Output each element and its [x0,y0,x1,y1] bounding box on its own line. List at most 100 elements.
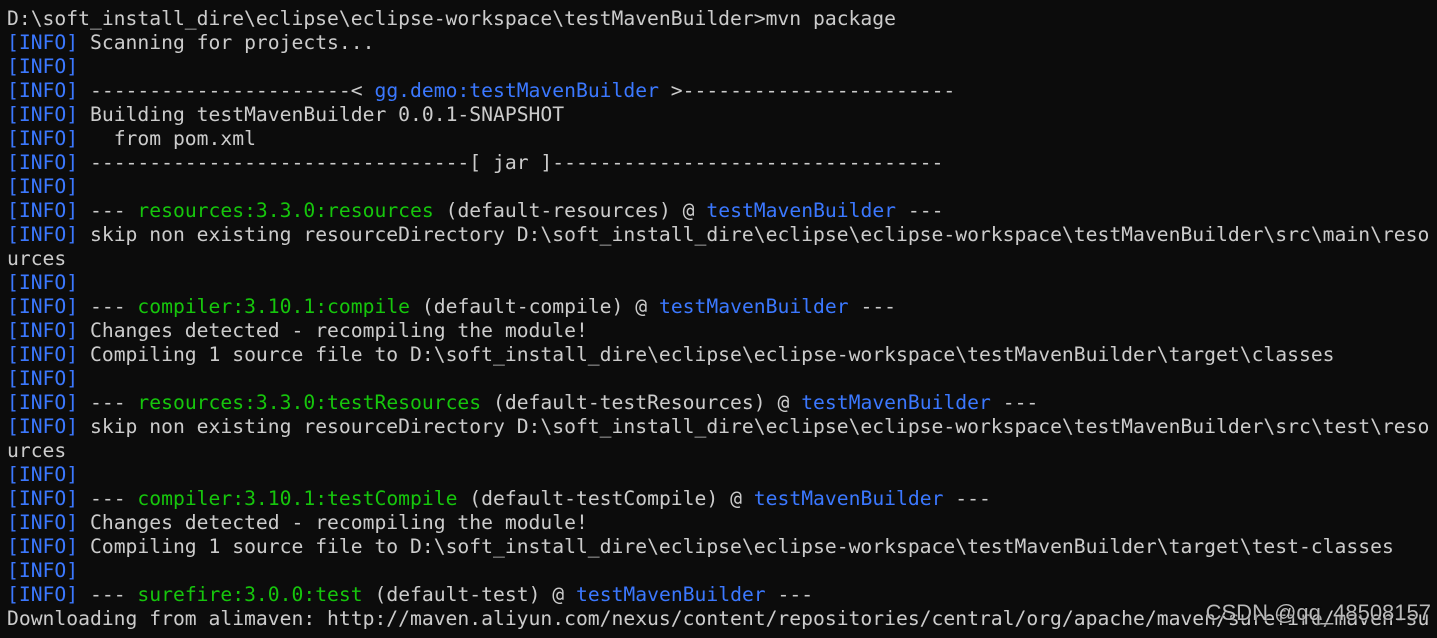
terminal-line: [INFO] --- resources:3.3.0:resources (de… [7,199,1429,223]
line-text: skip non existing resourceDirectory D:\s… [89,415,1430,438]
gap [623,295,635,318]
line-text: Changes detected - recompiling the modul… [89,511,588,534]
terminal-output: D:\soft_install_dire\eclipse\eclipse-wor… [7,7,1429,631]
line-text: from pom.xml [89,127,256,150]
terminal-line: [INFO] --- compiler:3.10.1:compile (defa… [7,295,1429,319]
at-sign: @ [682,199,695,222]
plugin-goal: surefire:3.0.0:test [137,583,363,606]
execution-id: (default-testCompile) [469,487,719,510]
tag-gap [78,55,90,78]
gap [695,199,707,222]
line-text: Compiling 1 source file to D:\soft_insta… [89,343,1335,366]
info-tag: [INFO] [7,511,79,534]
terminal-line: D:\soft_install_dire\eclipse\eclipse-wor… [7,7,1429,31]
line-text: urces [7,247,67,270]
info-tag: [INFO] [7,55,79,78]
header-right-rule: >----------------------- [658,79,956,102]
terminal-line: urces [7,439,1429,463]
goal-suffix: --- [943,487,991,510]
terminal-line: [INFO] from pom.xml [7,127,1429,151]
tag-gap [78,583,90,606]
line-text: Changes detected - recompiling the modul… [89,319,588,342]
line-text: urces [7,439,67,462]
info-tag: [INFO] [7,175,79,198]
goal-suffix: --- [990,391,1039,414]
terminal-line: [INFO] [7,367,1429,391]
plugin-goal: resources:3.3.0:testResources [137,391,482,414]
project-name: testMavenBuilder [658,295,849,318]
line-text: --------------------------------[ jar ]-… [89,151,944,174]
at-sign: @ [635,295,648,318]
tag-gap [78,223,90,246]
line-text: skip non existing resourceDirectory D:\s… [89,223,1430,246]
info-tag: [INFO] [7,559,79,582]
info-tag: [INFO] [7,583,79,606]
info-tag: [INFO] [7,487,79,510]
info-tag: [INFO] [7,415,79,438]
terminal-line: [INFO] --- surefire:3.0.0:test (default-… [7,583,1429,607]
tag-gap [78,463,90,486]
terminal-line: [INFO] ----------------------< gg.demo:t… [7,79,1429,103]
tag-gap [78,415,90,438]
goal-suffix: --- [896,199,944,222]
tag-gap [78,175,90,198]
line-text: D:\soft_install_dire\eclipse\eclipse-wor… [7,7,896,30]
tag-gap [78,127,90,150]
at-sign: @ [730,487,742,510]
info-tag: [INFO] [7,223,79,246]
execution-id: (default-resources) [445,199,671,222]
gap [718,487,730,510]
terminal-line: [INFO] Changes detected - recompiling th… [7,319,1429,343]
terminal-line: [INFO] [7,55,1429,79]
terminal-line: Downloading from alimaven: http://maven.… [7,607,1429,631]
info-tag: [INFO] [7,31,79,54]
goal-suffix: --- [765,583,814,606]
tag-gap [78,199,90,222]
project-name: testMavenBuilder [753,487,944,510]
info-tag: [INFO] [7,151,79,174]
goal-prefix: --- [89,583,138,606]
tag-gap [78,487,90,510]
gap [742,487,754,510]
line-text: Scanning for projects... [89,31,375,54]
plugin-goal: resources:3.3.0:resources [137,199,434,222]
tag-gap [78,79,90,102]
plugin-goal: compiler:3.10.1:compile [137,295,411,318]
plugin-goal: compiler:3.10.1:testCompile [137,487,458,510]
terminal-line: [INFO] Compiling 1 source file to D:\sof… [7,343,1429,367]
terminal-line: [INFO] [7,271,1429,295]
gap [410,295,422,318]
header-left-rule: ----------------------< [89,79,375,102]
gap [789,391,801,414]
info-tag: [INFO] [7,319,79,342]
terminal-line: [INFO] Compiling 1 source file to D:\sof… [7,535,1429,559]
artifact-coordinates: gg.demo:testMavenBuilder [374,79,659,102]
watermark: CSDN @qq_48508157 [1205,600,1431,625]
tag-gap [78,535,90,558]
info-tag: [INFO] [7,103,79,126]
info-tag: [INFO] [7,343,79,366]
info-tag: [INFO] [7,463,79,486]
gap [647,295,659,318]
goal-prefix: --- [89,391,138,414]
terminal-line: [INFO] skip non existing resourceDirecto… [7,223,1429,247]
terminal-line: [INFO] skip non existing resourceDirecto… [7,415,1429,439]
info-tag: [INFO] [7,391,79,414]
terminal-line: [INFO] --------------------------------[… [7,151,1429,175]
info-tag: [INFO] [7,199,79,222]
tag-gap [78,367,90,390]
terminal-line: [INFO] [7,463,1429,487]
goal-prefix: --- [89,199,138,222]
execution-id: (default-testResources) [493,391,766,414]
gap [457,487,469,510]
terminal-line: [INFO] Scanning for projects... [7,31,1429,55]
gap [540,583,552,606]
tag-gap [78,271,90,294]
goal-prefix: --- [89,295,138,318]
tag-gap [78,103,90,126]
gap [363,583,375,606]
terminal-line: [INFO] Building testMavenBuilder 0.0.1-S… [7,103,1429,127]
tag-gap [78,295,90,318]
execution-id: (default-compile) [421,295,624,318]
